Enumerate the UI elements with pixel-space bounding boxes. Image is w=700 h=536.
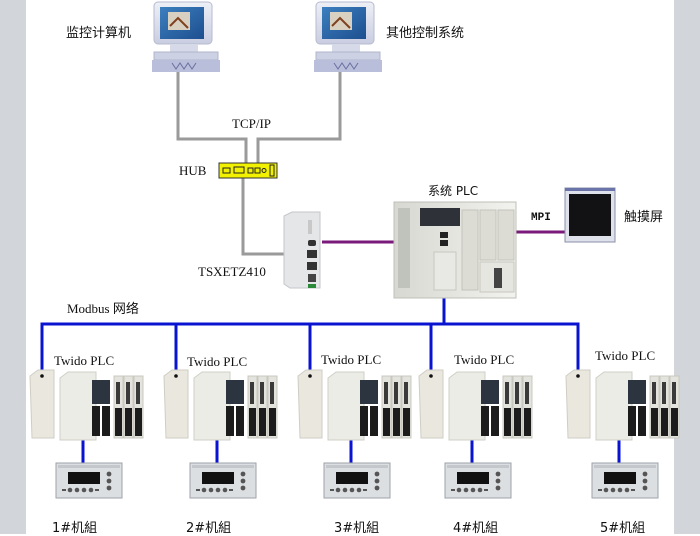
cable-other-pc-to-hub	[256, 70, 342, 163]
text-display-hmi-icon	[591, 462, 659, 499]
text-display-hmi-icon	[189, 462, 257, 499]
twido-plc-label-5: Twido PLC	[595, 348, 656, 363]
unit-label-4: 4#机組	[453, 521, 499, 536]
twido-plc-label-2: Twido PLC	[187, 354, 248, 369]
unit-label-3: 3#机組	[334, 521, 380, 536]
system-plc-label: 系统 PLC	[428, 184, 479, 198]
twido-plc-label-3: Twido PLC	[321, 352, 382, 367]
desktop-computer-icon	[152, 1, 220, 72]
twido-plc-icon	[163, 369, 278, 441]
touchscreen-icon	[564, 187, 616, 243]
tsxetz410-label: TSXETZ410	[198, 264, 266, 279]
system-plc-icon	[393, 201, 517, 299]
twido-plc-label-1: Twido PLC	[54, 353, 115, 368]
text-display-hmi-icon	[323, 462, 391, 499]
hub-label: HUB	[179, 163, 207, 178]
monitor-pc-label: 监控计算机	[66, 26, 132, 41]
left-margin-panel	[0, 0, 26, 534]
touchscreen-label: 触摸屏	[624, 210, 664, 225]
desktop-computer-icon	[314, 1, 382, 72]
twido-plc-icon	[29, 369, 144, 441]
twido-plc-label-4: Twido PLC	[454, 352, 515, 367]
text-display-hmi-icon	[55, 462, 123, 499]
text-display-hmi-icon	[444, 462, 512, 499]
mpi-label: MPI	[531, 212, 551, 224]
unit-label-2: 2#机組	[186, 521, 232, 536]
cable-monitor-pc-to-hub	[176, 70, 248, 163]
twido-plc-icon	[565, 369, 680, 441]
ethernet-module-icon	[283, 211, 321, 289]
twido-plc-icon	[297, 369, 412, 441]
modbus-network-label: Modbus 网络	[67, 301, 139, 316]
hub-icon	[218, 162, 278, 179]
other-system-label: 其他控制系统	[386, 26, 465, 41]
unit-label-1: 1#机組	[52, 521, 98, 536]
tcpip-label: TCP/IP	[232, 116, 272, 131]
right-margin-panel	[674, 0, 700, 534]
twido-plc-icon	[418, 369, 533, 441]
unit-label-5: 5#机組	[600, 521, 646, 536]
